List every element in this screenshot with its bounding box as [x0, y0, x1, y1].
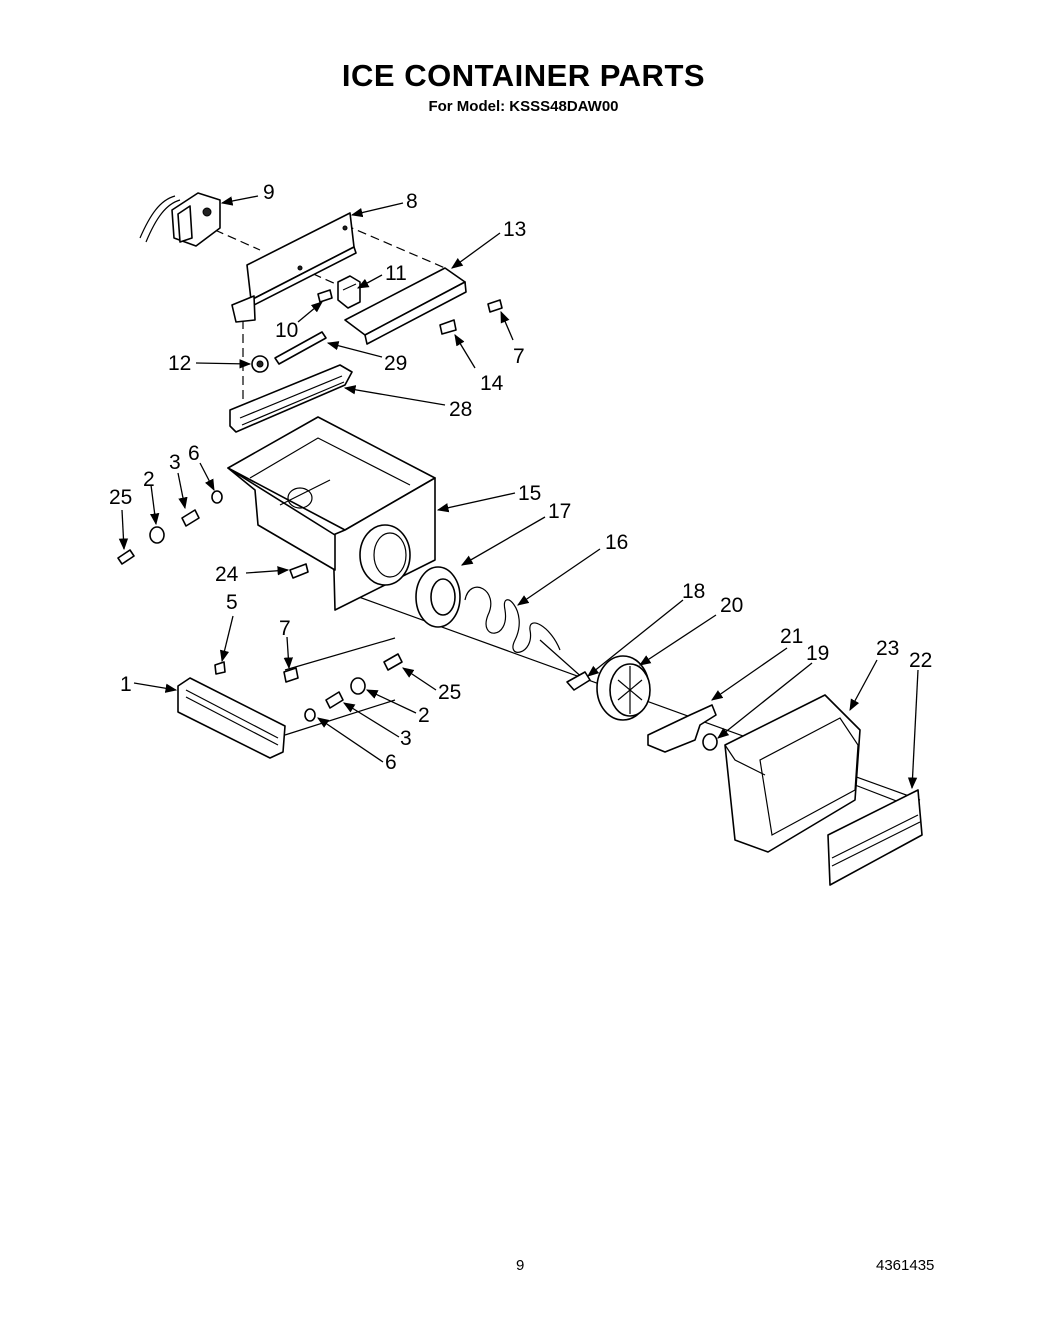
part-5-screw: [214, 661, 226, 675]
part-11-clip: [337, 275, 361, 309]
part-18-clip: [566, 671, 591, 691]
part-6-washer-lower: [304, 708, 316, 722]
part-25-screw-lower: [383, 653, 403, 671]
part-17-auger-hub: [415, 566, 461, 628]
callout-18: 18: [682, 580, 705, 603]
part-12-gear: [251, 355, 269, 373]
part-24-screw: [289, 563, 309, 579]
callout-2-upper: 2: [143, 468, 155, 491]
callout-25-lower: 25: [438, 681, 461, 704]
part-22-trim-strip: [827, 789, 923, 886]
part-2-spacer-upper: [149, 526, 165, 544]
callout-2-lower: 2: [418, 704, 430, 727]
part-10-screw: [317, 289, 333, 303]
part-25-screw-upper: [117, 549, 135, 565]
part-7-screw-upper: [487, 299, 503, 313]
page-title: ICE CONTAINER PARTS: [341, 58, 706, 93]
part-13-bracket: [344, 267, 467, 345]
document-number: 4361435: [876, 1257, 935, 1274]
page-number: 9: [516, 1257, 525, 1274]
part-8-mounting-plate: [231, 212, 357, 323]
part-14-screw: [439, 319, 457, 335]
callout-28: 28: [449, 398, 472, 421]
part-29-shaft: [274, 331, 327, 365]
part-20-wheel: [596, 655, 651, 721]
part-15-ice-container-housing: [227, 416, 436, 611]
callout-23: 23: [876, 637, 899, 660]
callout-25-upper: 25: [109, 486, 132, 509]
callout-17: 17: [548, 500, 571, 523]
callout-3-upper: 3: [169, 451, 181, 474]
callout-21: 21: [780, 625, 803, 648]
callout-20: 20: [720, 594, 743, 617]
callout-10: 10: [275, 319, 298, 342]
callout-19: 19: [806, 642, 829, 665]
callout-5: 5: [226, 591, 238, 614]
callout-24: 24: [215, 563, 239, 586]
part-16-spring: [464, 586, 586, 681]
part-9-motor: [139, 192, 221, 247]
callout-13: 13: [503, 218, 526, 241]
part-23-ice-bin: [724, 694, 861, 853]
leader-lines: [118, 195, 919, 790]
callout-9: 9: [263, 181, 275, 204]
model-subtitle: For Model: KSSS48DAW00: [428, 98, 619, 115]
part-1-front-bracket: [177, 677, 286, 759]
callout-6-lower: 6: [385, 751, 397, 774]
callout-29: 29: [384, 352, 407, 375]
callout-8: 8: [406, 190, 418, 213]
callout-14: 14: [480, 372, 504, 395]
callout-7-upper: 7: [513, 345, 525, 368]
part-28-tray: [229, 364, 353, 433]
callout-15: 15: [518, 482, 541, 505]
part-6-washer-upper: [211, 490, 223, 504]
part-3-bushing-lower: [325, 691, 344, 709]
callout-7-lower: 7: [279, 617, 291, 640]
callout-11: 11: [385, 262, 407, 285]
callout-3-lower: 3: [400, 727, 412, 750]
part-21-plate: [647, 704, 717, 753]
part-3-bushing-upper: [181, 509, 200, 527]
callout-16: 16: [605, 531, 628, 554]
callout-12: 12: [168, 352, 191, 375]
callout-labels: 9 8 13 11 10 7 14 12 29 28 6 3 2 25 15 1…: [109, 181, 932, 774]
callout-22: 22: [909, 649, 932, 672]
part-2-spacer-lower: [350, 677, 366, 695]
part-19-nut: [702, 733, 718, 751]
callout-1: 1: [120, 673, 132, 696]
part-7-screw-lower: [283, 667, 299, 683]
callout-6-upper: 6: [188, 442, 200, 465]
